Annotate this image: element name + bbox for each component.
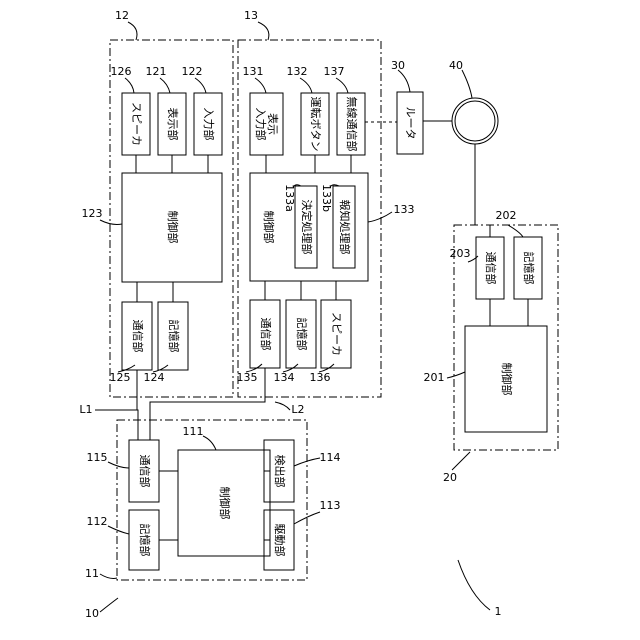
ref-125: 125	[110, 371, 131, 384]
ref-113: 113	[320, 499, 341, 512]
speaker-13-label: スピーカ	[330, 312, 343, 356]
leader-1	[458, 560, 490, 610]
storage-12-label: 記憶部	[167, 320, 181, 353]
storage-13-label: 記憶部	[295, 318, 309, 351]
display-input-13-label-line1: 表示	[266, 113, 280, 135]
ref-20: 20	[443, 471, 457, 484]
notification-13-label: 報知処理部	[338, 200, 352, 255]
leader-12	[128, 22, 137, 40]
ref-133: 133	[394, 203, 415, 216]
ref-137: 137	[324, 65, 345, 78]
leader-122	[195, 78, 206, 93]
leader-11	[100, 574, 117, 579]
ref-30: 30	[391, 59, 405, 72]
ref-135: 135	[237, 371, 258, 384]
comm-12-label: 通信部	[131, 320, 145, 353]
ref-136: 136	[310, 371, 331, 384]
leader-126	[125, 78, 134, 93]
leader-20	[452, 452, 470, 470]
ref-40: 40	[449, 59, 463, 72]
control-11-label: 制御部	[218, 487, 232, 520]
leader-123	[100, 220, 122, 225]
ref-201: 201	[424, 371, 445, 384]
input-12-label: 入力部	[202, 108, 216, 141]
ref-124: 124	[144, 371, 165, 384]
storage-20-label: 記憶部	[522, 252, 536, 285]
leader-112	[108, 526, 129, 534]
ref-13: 13	[244, 9, 258, 22]
ref-121: 121	[146, 65, 167, 78]
ref-1: 1	[495, 605, 502, 618]
decision-13-label: 決定処理部	[300, 200, 314, 255]
display-input-13-label-line2: 入力部	[254, 108, 268, 141]
control-13-label: 制御部	[262, 211, 276, 244]
ref-133a: 133a	[283, 184, 296, 212]
network-outer-circle	[452, 98, 498, 144]
ref-131: 131	[243, 65, 264, 78]
comm-20-label: 通信部	[484, 252, 498, 285]
leader-133	[368, 212, 392, 222]
storage-11-label: 記憶部	[138, 524, 152, 557]
ref-133b: 133b	[320, 184, 333, 212]
comm-11-label: 通信部	[138, 455, 152, 488]
leader-202	[508, 225, 523, 237]
ref-112: 112	[87, 515, 108, 528]
ref-132: 132	[287, 65, 308, 78]
display-12-label: 表示部	[166, 108, 180, 141]
line-L1	[137, 370, 138, 440]
control-20-label: 制御部	[500, 363, 514, 396]
ref-115: 115	[87, 451, 108, 464]
network-inner-circle	[455, 101, 495, 141]
leader-30	[398, 70, 410, 92]
ref-11: 11	[85, 567, 99, 580]
ref-203: 203	[450, 247, 471, 260]
leader-201	[447, 372, 465, 378]
ref-123: 123	[82, 207, 103, 220]
ref-202: 202	[496, 209, 517, 222]
operation-button-13-label: 運転ボタン	[309, 97, 322, 152]
ref-111: 111	[183, 425, 204, 438]
ref-L2: L2	[291, 403, 304, 416]
leader-131	[255, 78, 266, 93]
ref-114: 114	[320, 451, 341, 464]
ref-10: 10	[85, 607, 99, 620]
comm-13-label: 通信部	[259, 318, 273, 351]
drive-11-label: 駆動部	[273, 524, 287, 557]
ref-12: 12	[115, 9, 129, 22]
wireless-comm-13-label: 無線通信部	[345, 97, 359, 152]
control-12-label: 制御部	[166, 211, 180, 244]
ref-L1: L1	[79, 403, 92, 416]
leader-13	[258, 22, 269, 40]
leader-10	[100, 598, 118, 612]
leader-132	[300, 78, 312, 93]
leader-40	[462, 70, 472, 98]
leader-121	[160, 78, 170, 93]
leader-115	[108, 462, 129, 468]
leader-137	[336, 78, 348, 93]
ref-134: 134	[274, 371, 295, 384]
ref-126: 126	[111, 65, 132, 78]
router-label: ルータ	[404, 107, 417, 140]
leader-111	[203, 436, 216, 450]
ref-122: 122	[182, 65, 203, 78]
detect-11-label: 検出部	[273, 455, 287, 488]
speaker-12-label: スピーカ	[130, 102, 143, 146]
leader-L2	[275, 402, 290, 410]
